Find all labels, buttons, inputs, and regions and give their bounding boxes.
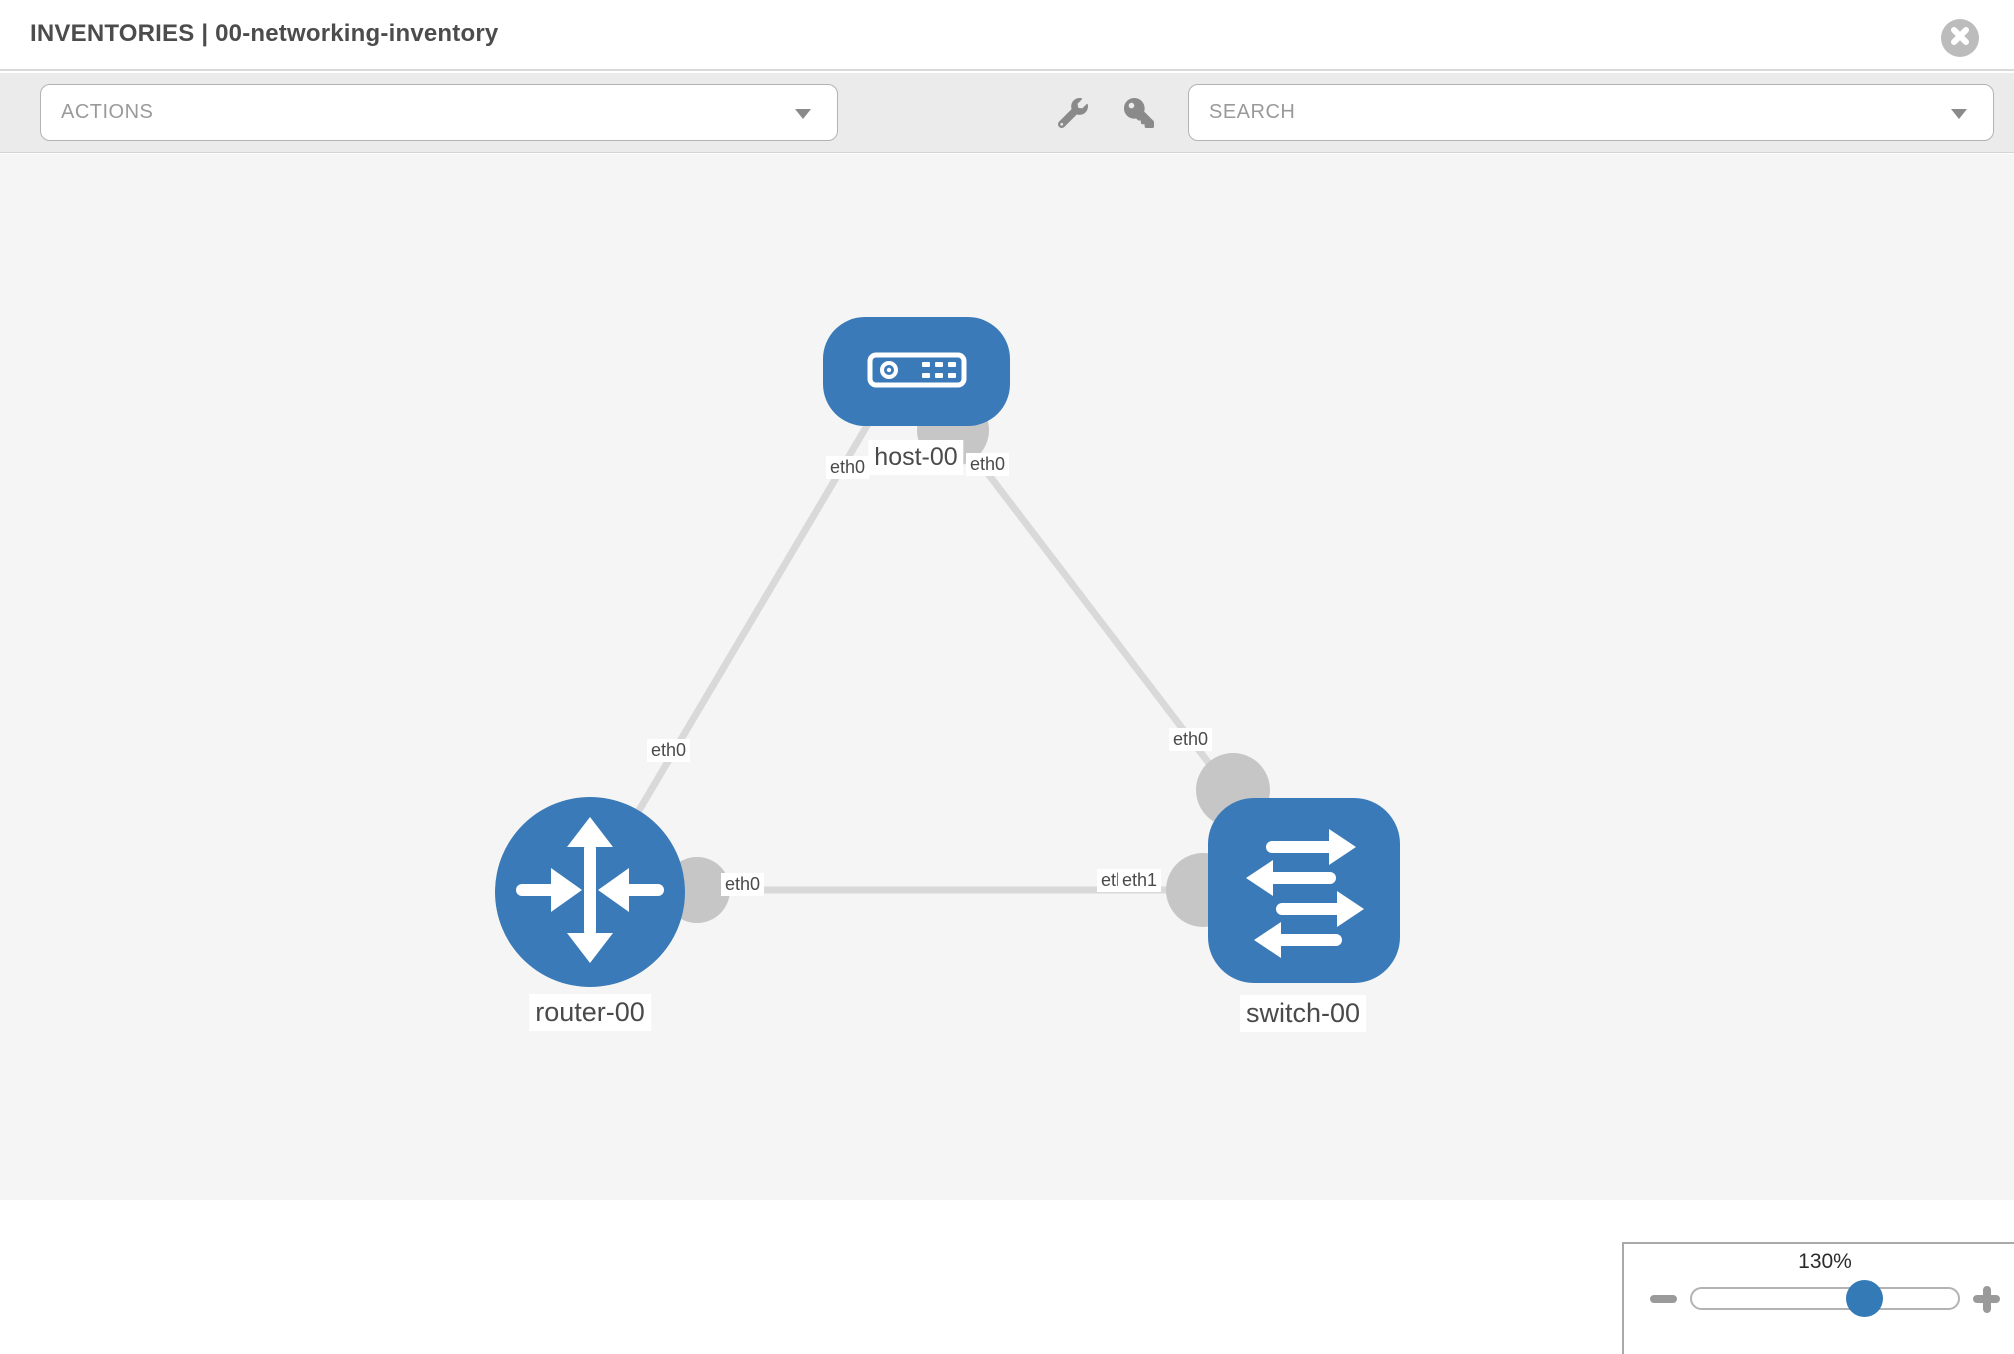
zoom-in-button[interactable] (1968, 1281, 2006, 1319)
zoom-level-value: 130% (1798, 1250, 1852, 1273)
host-device-icon (823, 315, 1010, 429)
key-icon[interactable] (1124, 98, 1154, 128)
link-lines (586, 421, 1300, 895)
interface-label: eth0 (1169, 728, 1213, 751)
zoom-slider-thumb[interactable] (1846, 1280, 1883, 1317)
wrench-icon[interactable] (1057, 98, 1088, 129)
node-switch-00[interactable] (1208, 798, 1400, 983)
page-title: INVENTORIES | 00-networking-inventory (30, 20, 499, 47)
interface-label: eth1 (1118, 869, 1162, 892)
toolbar: ACTIONS SEARCH (0, 73, 2014, 153)
close-icon (1950, 26, 1970, 51)
chevron-down-icon (795, 109, 811, 119)
node-router-00[interactable] (495, 797, 685, 987)
interface-label: eth0 (826, 456, 870, 479)
close-button[interactable] (1941, 19, 1979, 57)
router-arrows-icon (495, 795, 685, 990)
node-label-host: host-00 (868, 440, 964, 475)
zoom-slider-track[interactable] (1690, 1287, 1960, 1310)
actions-dropdown-label: ACTIONS (61, 101, 154, 123)
node-host-00[interactable] (823, 317, 1010, 426)
search-dropdown-label: SEARCH (1209, 101, 1296, 123)
chevron-down-icon (1951, 109, 1967, 119)
zoom-panel: 130% (1622, 1242, 2014, 1354)
switch-arrows-icon (1208, 796, 1400, 986)
search-dropdown[interactable]: SEARCH (1188, 84, 1994, 141)
actions-dropdown[interactable]: ACTIONS (40, 84, 838, 141)
interface-label: eth0 (966, 453, 1010, 476)
node-label-switch: switch-00 (1239, 995, 1367, 1032)
interface-label: eth0 (721, 873, 765, 896)
zoom-out-button minus-icon[interactable] (1650, 1295, 1677, 1303)
node-label-router: router-00 (529, 994, 651, 1031)
panel-header: INVENTORIES | 00-networking-inventory (0, 0, 2014, 71)
topology-links-layer (586, 394, 1300, 927)
interface-label: eth0 (647, 739, 691, 762)
topology-canvas[interactable]: host-00 router-00 switch-00 eth0 eth0 et… (0, 154, 2014, 1354)
